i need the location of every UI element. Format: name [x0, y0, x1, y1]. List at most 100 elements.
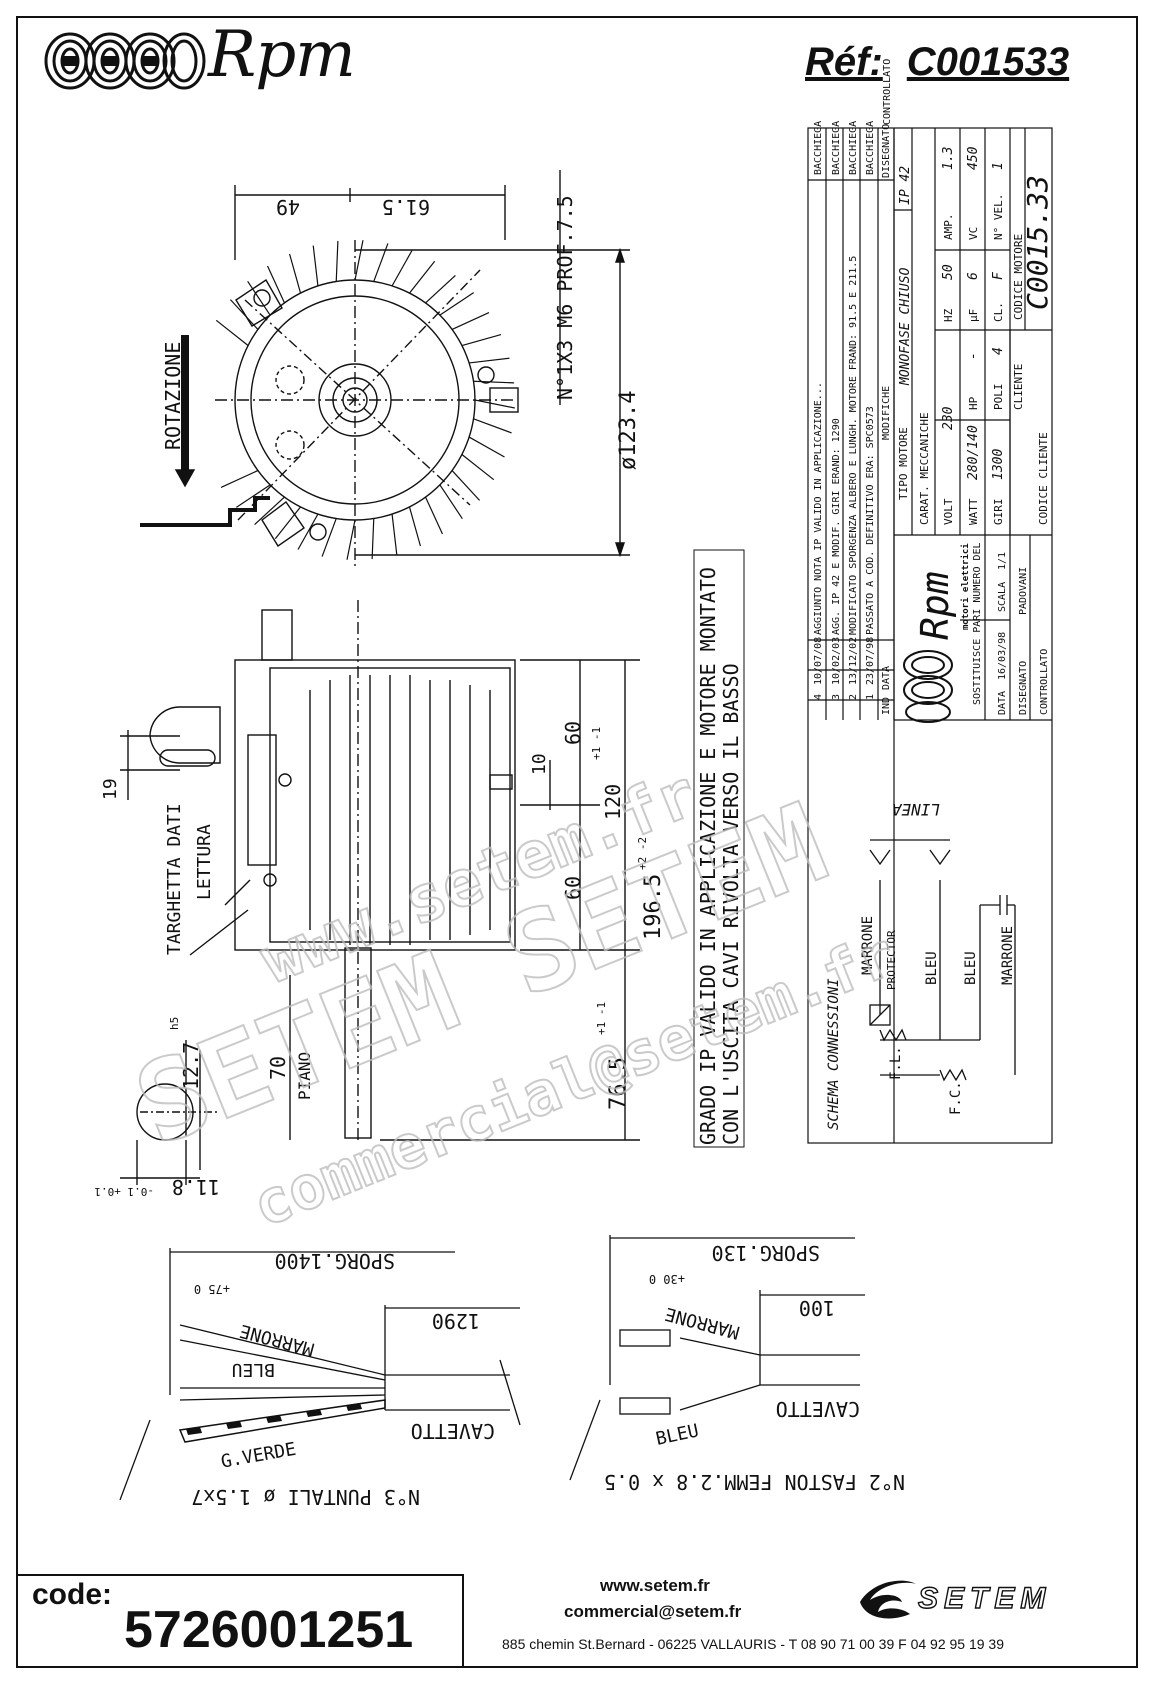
cable-left-stripes — [186, 1403, 362, 1435]
cable-right — [569, 1235, 865, 1481]
rev-3-text: AGG. IP 42 E MODIF. GIRI ERAND: 1290 — [831, 418, 842, 635]
fin-line — [461, 454, 495, 481]
vc-label: VC — [967, 227, 980, 240]
carat-label: CARAT. MECCANICHE — [918, 412, 931, 525]
nvel-value: 1 — [991, 162, 1006, 170]
schema-bleu2: BLEU — [963, 951, 979, 985]
ref-label: Réf: — [805, 40, 883, 84]
rev-4-by: BACCHIEGA — [813, 121, 824, 175]
footer-website[interactable]: www.setem.fr — [600, 1576, 710, 1595]
schema-linea: LINEA — [892, 800, 940, 819]
fin-line — [451, 311, 490, 331]
fin-line — [354, 240, 364, 281]
ip-note-1: GRADO IP VALIDO IN APPLICAZIONE E MOTORE… — [696, 567, 720, 1145]
cl-label: CL. — [992, 302, 1005, 322]
rev-head-n: IND — [881, 697, 892, 715]
schema-marrone: MARRONE — [860, 916, 876, 975]
footer-address: 885 chemin St.Bernard - 06225 VALLAURIS … — [502, 1636, 1004, 1652]
motor-side-view — [149, 600, 516, 1140]
fin-line — [439, 484, 463, 519]
fin-line — [215, 319, 249, 346]
cl-value: F — [991, 271, 1006, 280]
label-lettura: LETTURA — [194, 824, 215, 900]
dim-61-5: 61.5 — [382, 195, 430, 219]
rotation-label: ROTAZIONE — [161, 342, 185, 450]
fin-line — [469, 357, 510, 364]
ip-note-2: CON L'USCITA CAVI RIVOLTA VERSO IL BASSO — [719, 663, 743, 1145]
cable-right-sporg: SPORG.130 — [712, 1241, 820, 1265]
fin-line — [474, 399, 515, 409]
disegnato-value: PADOVANI — [1018, 567, 1029, 615]
fin-line — [468, 436, 505, 458]
rev-2-n: 2 — [848, 694, 859, 700]
cable-right-tol: +30 0 — [649, 1272, 685, 1286]
cable-right-cavetto: CAVETTO — [776, 1397, 860, 1421]
codice-cliente-label: CODICE CLIENTE — [1037, 432, 1050, 525]
motor-end-view — [140, 240, 519, 570]
title-block — [807, 127, 1053, 1144]
fin-line — [266, 265, 286, 304]
fin-line — [346, 519, 356, 560]
rev-2-by: BACCHIEGA — [848, 121, 859, 175]
dim-49: 49 — [276, 195, 300, 219]
dim-60b: 60 — [561, 876, 585, 900]
data-value: 16/03/98 — [997, 632, 1008, 680]
label-piano: PIANO — [295, 1052, 314, 1100]
cable-left-tol: +75 0 — [194, 1282, 230, 1296]
rev-head-text: MODIFICHE — [881, 386, 892, 440]
cable-left-gverde: G.VERDE — [219, 1439, 297, 1473]
setem-swirl-icon — [860, 1580, 916, 1619]
watt-value: 280/140 — [966, 425, 981, 480]
sostituisce-label: SOSTITUISCE PARI NUMERO DEL — [972, 542, 983, 705]
scala-label: SCALA — [997, 582, 1008, 612]
scala-value: 1/1 — [997, 552, 1008, 570]
giri-value: 1300 — [991, 449, 1006, 480]
rev-4-n: 4 — [813, 694, 824, 700]
rev-1-date: 23/07/98 — [865, 637, 876, 685]
fin-line — [461, 333, 502, 347]
fin-line — [473, 380, 515, 384]
schema-title: SCHEMA CONNESSIONI — [826, 978, 842, 1130]
dim-11-8: 11.8 — [172, 1175, 220, 1199]
fin-line — [408, 506, 422, 547]
fin-line — [297, 513, 319, 550]
fin-line — [391, 250, 413, 287]
tipo-motore-value: MONOFASE CHIUSO — [898, 267, 913, 386]
fin-line — [236, 484, 271, 508]
fin-line — [229, 299, 259, 330]
fin-line — [335, 240, 339, 282]
cable-left-len: 1290 — [432, 1309, 480, 1333]
schema-protector: PROTECTOR — [885, 930, 898, 990]
ip-rating: IP 42 — [898, 166, 913, 205]
rev-head-date: DATA — [881, 666, 892, 690]
footer-email[interactable]: commercial@setem.fr — [564, 1602, 742, 1621]
schema-fc: F.C. — [948, 1081, 964, 1115]
tol-11-8: -0.1 +0.1 — [94, 1185, 154, 1198]
code-label: code: — [32, 1578, 113, 1611]
rev-3-date: 10/02/03 — [831, 637, 842, 685]
fin-line — [371, 518, 375, 560]
disegnato-label: DISEGNATO — [1018, 661, 1029, 715]
rev-3-by: BACCHIEGA — [831, 121, 842, 175]
tol-76: +1 -1 — [595, 1002, 608, 1035]
fin-line — [424, 496, 444, 535]
tol-196: +2 -2 — [636, 837, 649, 870]
schema-fl: F.L. — [888, 1046, 904, 1080]
dim-12-7: 12.7 — [179, 1042, 203, 1090]
wiring-schema — [869, 839, 1016, 1082]
poli-label: POLI — [992, 384, 1005, 411]
rev-2-text: MODIFICATO SPORGENZA ALBERO E LUNGH. MOT… — [848, 256, 859, 635]
watermark: www.setem.fr SETEM SETEM commercial@sete… — [118, 756, 907, 1243]
tipo-motore-label: TIPO MOTORE — [897, 427, 910, 500]
fin-line — [247, 281, 271, 316]
dim-70: 70 — [266, 1056, 290, 1080]
dim-120: 120 — [601, 784, 625, 820]
uf-label: µF — [967, 309, 980, 322]
fin-line — [321, 518, 337, 557]
cable-right-faston: N°2 FASTON FEMM.2.8 x 0.5 — [604, 1470, 905, 1494]
data-label: DATA — [997, 691, 1008, 715]
cable-right-marrone: MARRONE — [663, 1303, 742, 1343]
thread-note: N°1X3 M6 PROF.7.5 — [553, 195, 577, 400]
reference: Réf:C001533 — [805, 40, 1069, 85]
